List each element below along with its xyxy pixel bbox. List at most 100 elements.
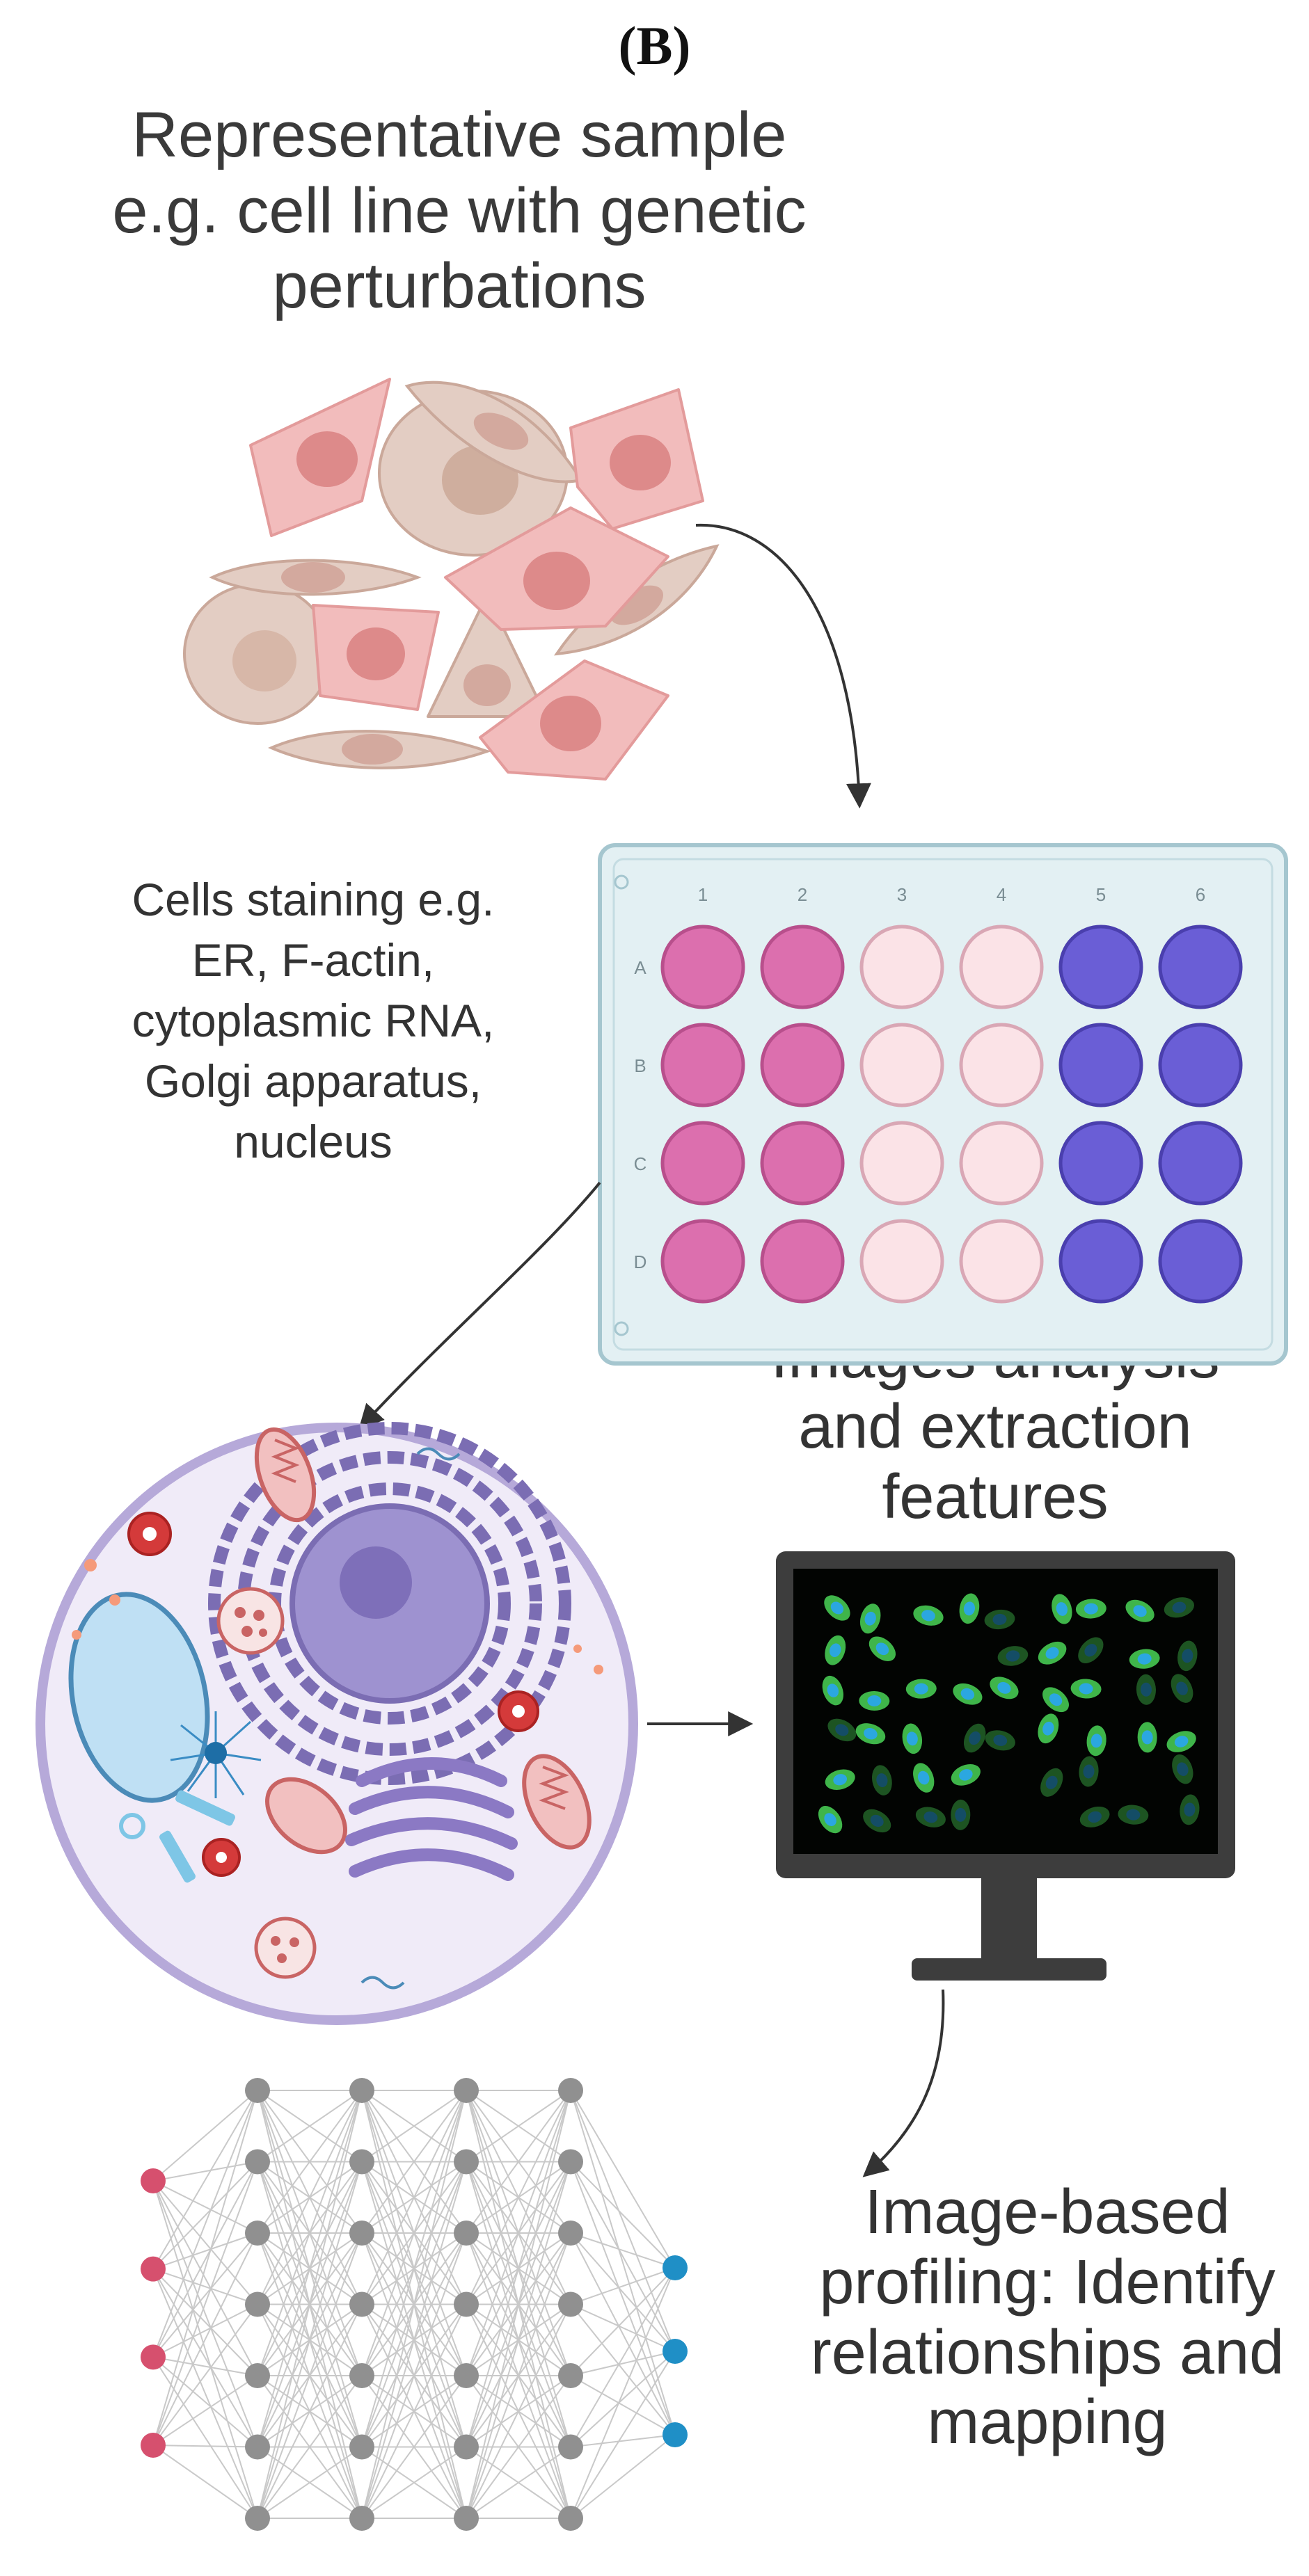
network-edge	[570, 2303, 676, 2435]
network-edge	[570, 2161, 676, 2352]
screen-cell	[913, 1605, 944, 1626]
network-edge	[361, 2090, 467, 2305]
network-node	[349, 2363, 374, 2388]
network-edge	[257, 2446, 363, 2519]
network-node	[245, 2363, 270, 2388]
network-edge	[361, 2090, 467, 2234]
plate-well	[859, 925, 944, 1009]
network-node	[663, 2255, 688, 2280]
network-edge	[570, 2434, 676, 2448]
network-edge	[570, 2375, 676, 2435]
network-edge	[570, 2351, 676, 2519]
screen-cell	[825, 1769, 855, 1791]
plate-well	[1058, 1121, 1143, 1206]
network-node	[558, 2434, 583, 2460]
plate-well	[1058, 1023, 1143, 1107]
network-edge	[257, 2232, 363, 2519]
network-edge	[152, 2090, 258, 2270]
screen-cell	[1164, 1597, 1195, 1618]
vesicle	[254, 1917, 317, 1979]
staining-caption-line: nucleus	[234, 1116, 392, 1168]
network-edge	[570, 2090, 676, 2352]
monitor-stand	[912, 1958, 1106, 1981]
plate-column-label: 5	[1096, 884, 1106, 905]
network-edge	[152, 2269, 258, 2448]
profiling-caption: Image-based profiling: Identify relation…	[786, 2177, 1308, 2458]
network-edge	[152, 2269, 258, 2519]
sample-caption-line: perturbations	[272, 250, 646, 322]
network-edge	[257, 2375, 363, 2519]
screen-cell	[915, 1807, 946, 1827]
screen-cell	[1078, 1637, 1104, 1663]
plate-column-label: 4	[997, 884, 1006, 905]
screen-cell	[1129, 1649, 1160, 1669]
network-edge	[361, 2446, 467, 2519]
screen-cell	[824, 1595, 850, 1621]
network-node	[245, 2506, 270, 2531]
network-edge	[152, 2180, 258, 2519]
network-edge	[570, 2161, 676, 2435]
screen-cell	[825, 1635, 846, 1665]
network-edge	[466, 2090, 571, 2519]
network-edge	[152, 2090, 258, 2446]
screen-cell	[1166, 1731, 1196, 1752]
plate-row-label: B	[634, 1055, 646, 1076]
network-edge	[152, 2445, 258, 2448]
screen-cell	[953, 1683, 983, 1705]
network-edge	[152, 2356, 258, 2448]
plate-well	[760, 1023, 845, 1107]
network-edge	[152, 2268, 258, 2305]
network-edge	[570, 2267, 676, 2376]
rna-squiggle	[360, 1447, 461, 1990]
plate-column-label: 6	[1196, 884, 1205, 905]
screen-cell	[818, 1806, 843, 1834]
network-edge	[152, 2180, 258, 2305]
network-edge	[152, 2232, 258, 2358]
network-edge	[152, 2161, 258, 2182]
plate-well	[1158, 1219, 1243, 1304]
screen-cell	[1079, 1806, 1110, 1827]
network-edge	[570, 2303, 676, 2352]
lysosome	[127, 1512, 172, 1556]
network-node	[454, 2291, 479, 2317]
cell-pink	[249, 378, 391, 537]
screen-cell	[905, 1679, 937, 1699]
network-edge	[570, 2161, 676, 2269]
network-node	[141, 2256, 166, 2282]
network-node	[454, 2078, 479, 2103]
network-node	[454, 2506, 479, 2531]
screen-cell	[859, 1603, 881, 1634]
neural-network	[141, 2078, 688, 2531]
plate-wells	[660, 925, 1243, 1304]
screen-cell	[822, 1675, 843, 1706]
network-edge	[152, 2356, 258, 2519]
arrow-plate-to-cell	[358, 1181, 601, 1430]
network-edge	[257, 2090, 363, 2305]
plate-well	[1158, 1121, 1243, 1206]
network-edge	[570, 2267, 676, 2305]
sample-caption-line: Representative sample	[132, 99, 787, 170]
lysosome	[202, 1838, 241, 1877]
plate-row-label: C	[634, 1153, 647, 1174]
network-edge	[152, 2161, 258, 2270]
screen-cell	[868, 1636, 896, 1661]
plate-well	[1058, 1219, 1143, 1304]
network-edge	[570, 2090, 676, 2269]
screen-cell	[1125, 1599, 1155, 1622]
screen-cell	[855, 1723, 886, 1745]
staining-caption-line: cytoplasmic RNA,	[132, 995, 495, 1047]
plate-well	[660, 1219, 745, 1304]
network-node	[245, 2434, 270, 2460]
network-node	[245, 2149, 270, 2175]
network-edge	[152, 2090, 258, 2358]
network-edge	[361, 2375, 467, 2519]
plate-well	[760, 1121, 845, 1206]
network-edge	[257, 2090, 363, 2163]
network-edge	[152, 2180, 258, 2376]
network-node	[349, 2291, 374, 2317]
plate-well	[660, 1121, 745, 1206]
network-edge	[570, 2232, 676, 2352]
screen-cell	[863, 1809, 891, 1833]
screen-cell	[1040, 1768, 1063, 1797]
